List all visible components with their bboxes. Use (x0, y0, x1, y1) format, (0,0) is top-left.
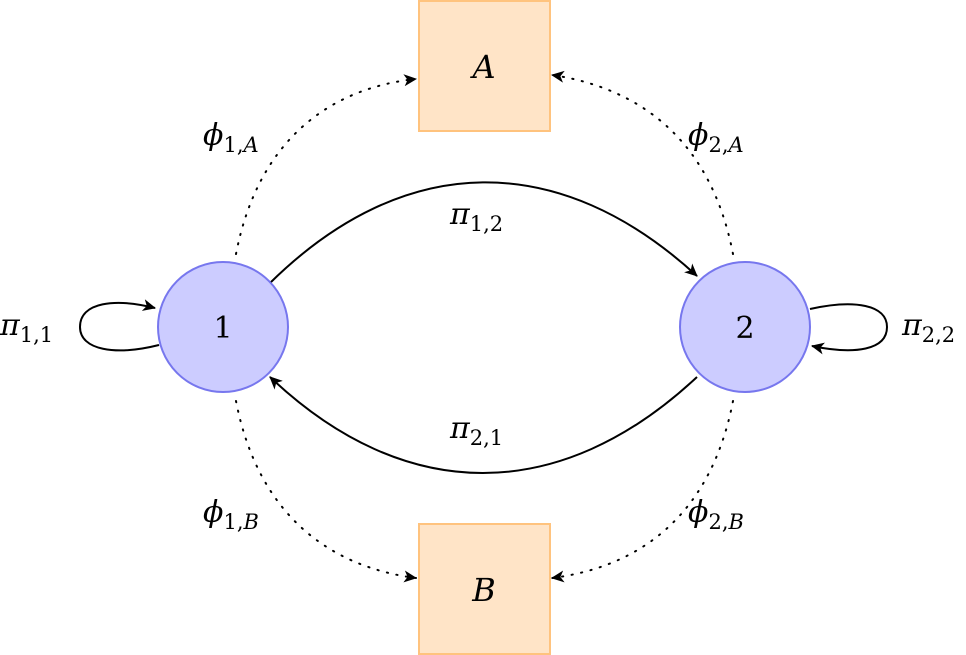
label-pi-2-1: π2,1 (449, 411, 503, 450)
emission-label-B: B (471, 571, 496, 609)
emission-arrow-2-B (551, 400, 734, 583)
emission-node-A: A (418, 0, 551, 132)
label-phi-1-A: ϕ1,A (203, 118, 259, 157)
label-phi-1-B: ϕ1,B (203, 495, 259, 534)
state-node-2: 2 (679, 261, 811, 393)
self-loop-2 (809, 303, 889, 355)
label-phi-2-A: ϕ2,A (688, 118, 744, 157)
emission-arrow-1-A (235, 74, 417, 255)
label-pi-2-2: π2,2 (901, 308, 955, 347)
transition-arrow-2-1 (269, 376, 698, 474)
emission-arrow-1-B (235, 400, 417, 583)
state-label-1: 1 (213, 311, 232, 346)
transition-arrow-1-2 (269, 181, 698, 284)
emission-node-B: B (418, 523, 551, 655)
label-pi-1-2: π1,2 (449, 197, 503, 236)
state-node-1: 1 (157, 261, 289, 393)
label-pi-1-1: π1,1 (0, 308, 53, 347)
emission-arrow-2-A (551, 70, 734, 255)
self-loop-1 (78, 299, 160, 352)
label-phi-2-B: ϕ2,B (688, 495, 744, 534)
state-label-2: 2 (735, 311, 754, 346)
emission-label-A: A (469, 48, 495, 86)
